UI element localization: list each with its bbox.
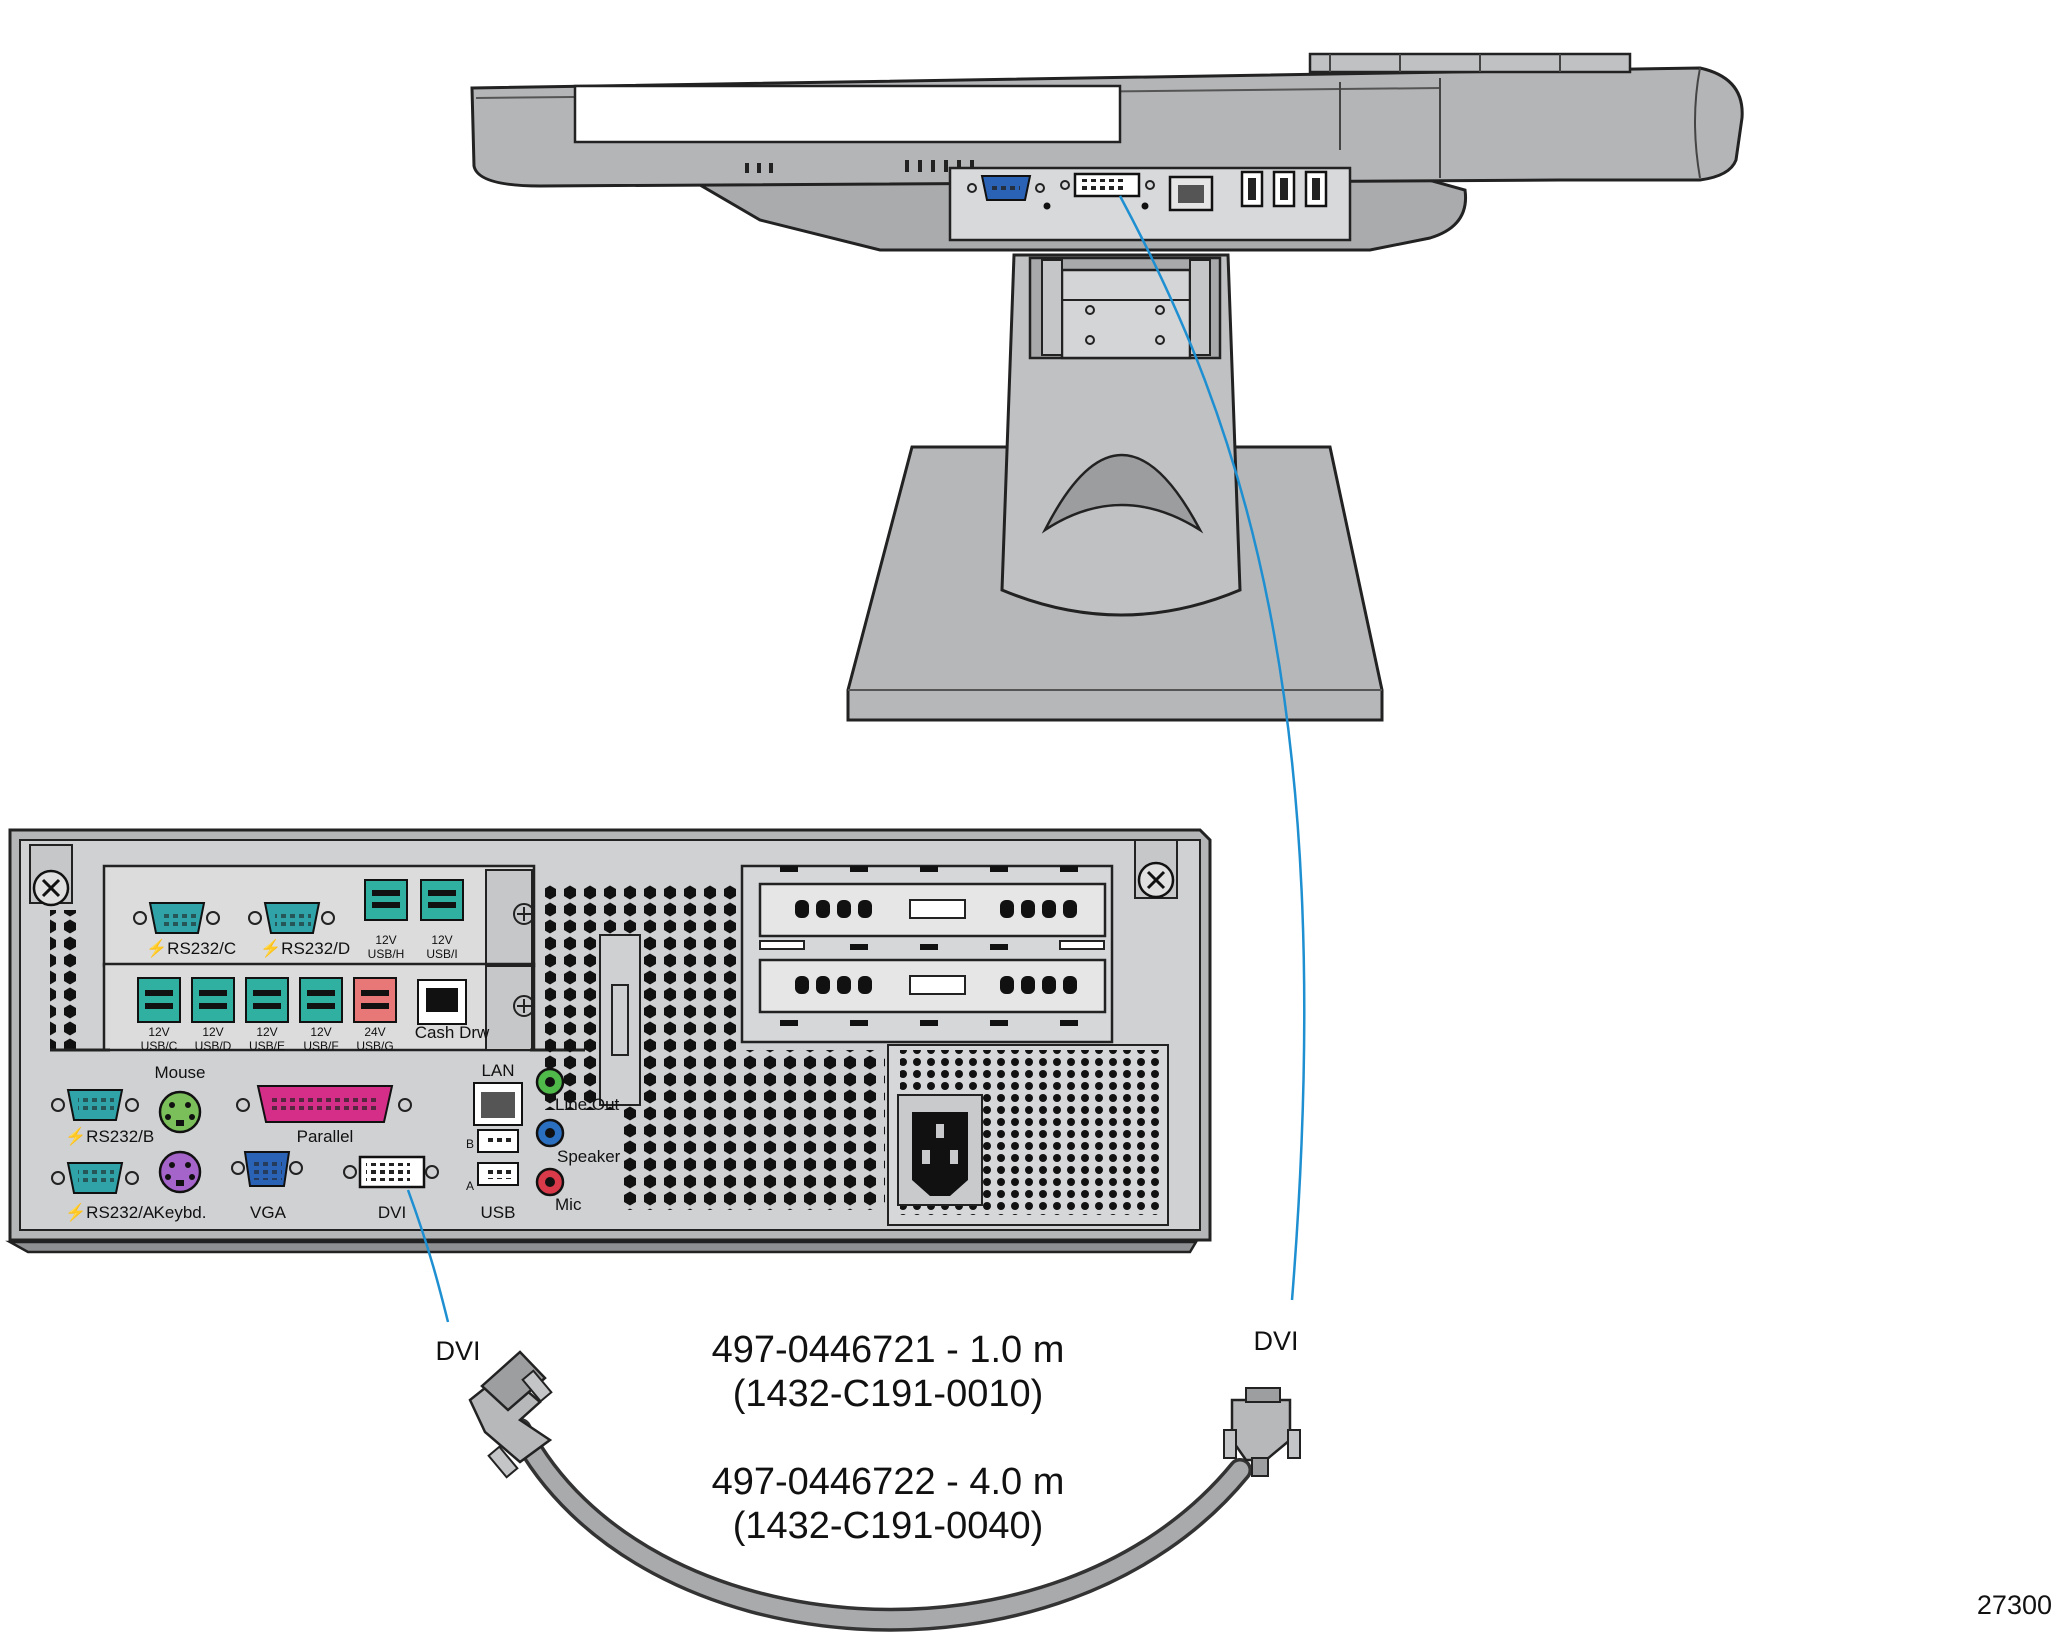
monitor-stand-arch <box>1041 454 1204 534</box>
usb-f-voltage-label: 12V <box>310 1025 331 1039</box>
dvi-line-monitor <box>1118 195 1306 1301</box>
usb-c-label: USB/C <box>141 1039 178 1053</box>
power-bolt-icon: ⚡ <box>146 938 167 959</box>
dvi-cable <box>468 1350 1301 1632</box>
port-usb-h <box>364 879 408 921</box>
port-dvi <box>343 1155 439 1189</box>
usb-a-label: A <box>466 1179 474 1193</box>
mouse-label: Mouse <box>154 1063 205 1082</box>
cable-part-number-2-alt: (1432-C191-0040) <box>733 1505 1044 1547</box>
vga-label: VGA <box>250 1203 287 1222</box>
audio-speaker-jack <box>535 1118 565 1148</box>
port-usb-d <box>191 977 235 1023</box>
monitor-label-plate <box>573 84 1122 144</box>
port-rs232-a <box>51 1162 139 1194</box>
rs232-d-label: ⚡RS232/D <box>260 938 350 959</box>
monitor <box>470 52 1744 722</box>
port-rs232-b <box>51 1089 139 1121</box>
port-usb-a-b <box>477 1129 519 1186</box>
port-usb-g-24v <box>353 977 397 1023</box>
power-bolt-icon: ⚡ <box>65 1202 86 1223</box>
usb-d-label: USB/D <box>195 1039 232 1053</box>
monitor-io-panel <box>948 166 1352 242</box>
dvi-label: DVI <box>378 1203 406 1222</box>
usb-i-label: USB/I <box>426 947 457 961</box>
usb-h-label: USB/H <box>368 947 405 961</box>
usb-g-voltage-label: 24V <box>364 1025 385 1039</box>
usb-i-voltage-label: 12V <box>431 933 452 947</box>
monitor-vga-port <box>967 175 1045 201</box>
port-usb-i <box>420 879 464 921</box>
cable-part-number-2: 497-0446722 - 4.0 m <box>712 1461 1065 1503</box>
left-vent <box>50 910 80 1050</box>
thumb-screw-right <box>1134 839 1178 899</box>
monitor-vent-slots <box>745 160 974 173</box>
port-usb-c <box>137 977 181 1023</box>
line-out-label: Line Out <box>555 1095 620 1114</box>
keyboard-label: Keybd. <box>154 1203 207 1222</box>
dvi-callout-monitor: DVI <box>1253 1326 1298 1356</box>
usb-b-label: B <box>466 1137 474 1151</box>
usb-e-label: USB/E <box>249 1039 285 1053</box>
port-parallel <box>236 1085 412 1123</box>
dvi-connector-left <box>468 1350 553 1479</box>
audio-mic-jack <box>535 1167 565 1197</box>
usb-c-voltage-label: 12V <box>148 1025 169 1039</box>
cable-part-number-1: 497-0446721 - 1.0 m <box>712 1329 1065 1371</box>
power-bolt-icon: ⚡ <box>260 938 281 959</box>
port-lan <box>473 1082 523 1126</box>
cable-part-number-1-alt: (1432-C191-0010) <box>733 1373 1044 1415</box>
port-cash-drawer <box>417 979 467 1025</box>
dvi-callout-terminal: DVI <box>435 1336 480 1366</box>
monitor-hinge-bracket <box>1028 256 1222 360</box>
rs232-a-label: ⚡RS232/A <box>65 1202 155 1223</box>
usb-f-label: USB/F <box>303 1039 338 1053</box>
pos-terminal: ⚡RS232/C ⚡RS232/D 12V USB/H 12V USB/I <box>5 828 1212 1254</box>
cash-drawer-label: Cash Drw <box>415 1023 490 1042</box>
port-rs232-c <box>133 902 220 934</box>
monitor-rj45-port <box>1168 175 1214 212</box>
figure-number: 27300 <box>1977 1590 2052 1620</box>
port-ps2-keyboard <box>158 1150 202 1194</box>
port-rs232-d <box>248 902 335 934</box>
usb-e-voltage-label: 12V <box>256 1025 277 1039</box>
usb-g-label: USB/G <box>356 1039 393 1053</box>
port-usb-e <box>245 977 289 1023</box>
port-ps2-mouse <box>158 1090 202 1134</box>
drive-bays <box>740 864 1114 1044</box>
rs232-b-label: ⚡RS232/B <box>65 1126 154 1147</box>
thumb-screw-left <box>29 844 73 907</box>
dvi-line-terminal <box>406 1189 450 1323</box>
rs232-c-label: ⚡RS232/C <box>146 938 236 959</box>
parallel-label: Parallel <box>297 1127 354 1146</box>
usb-h-voltage-label: 12V <box>375 933 396 947</box>
dvi-connector-right <box>1223 1387 1301 1477</box>
speaker-label: Speaker <box>557 1147 621 1166</box>
lan-label: LAN <box>481 1061 514 1080</box>
port-usb-f <box>299 977 343 1023</box>
monitor-dvi-port <box>1060 172 1155 198</box>
usb-d-voltage-label: 12V <box>202 1025 223 1039</box>
usb-label: USB <box>481 1203 516 1222</box>
power-supply <box>887 1044 1169 1226</box>
port-vga <box>231 1151 303 1187</box>
mic-label: Mic <box>555 1195 582 1214</box>
center-slot <box>599 934 641 1106</box>
monitor-usb-ports <box>1240 170 1328 208</box>
audio-line-out-jack <box>535 1067 565 1097</box>
power-bolt-icon: ⚡ <box>65 1126 86 1147</box>
